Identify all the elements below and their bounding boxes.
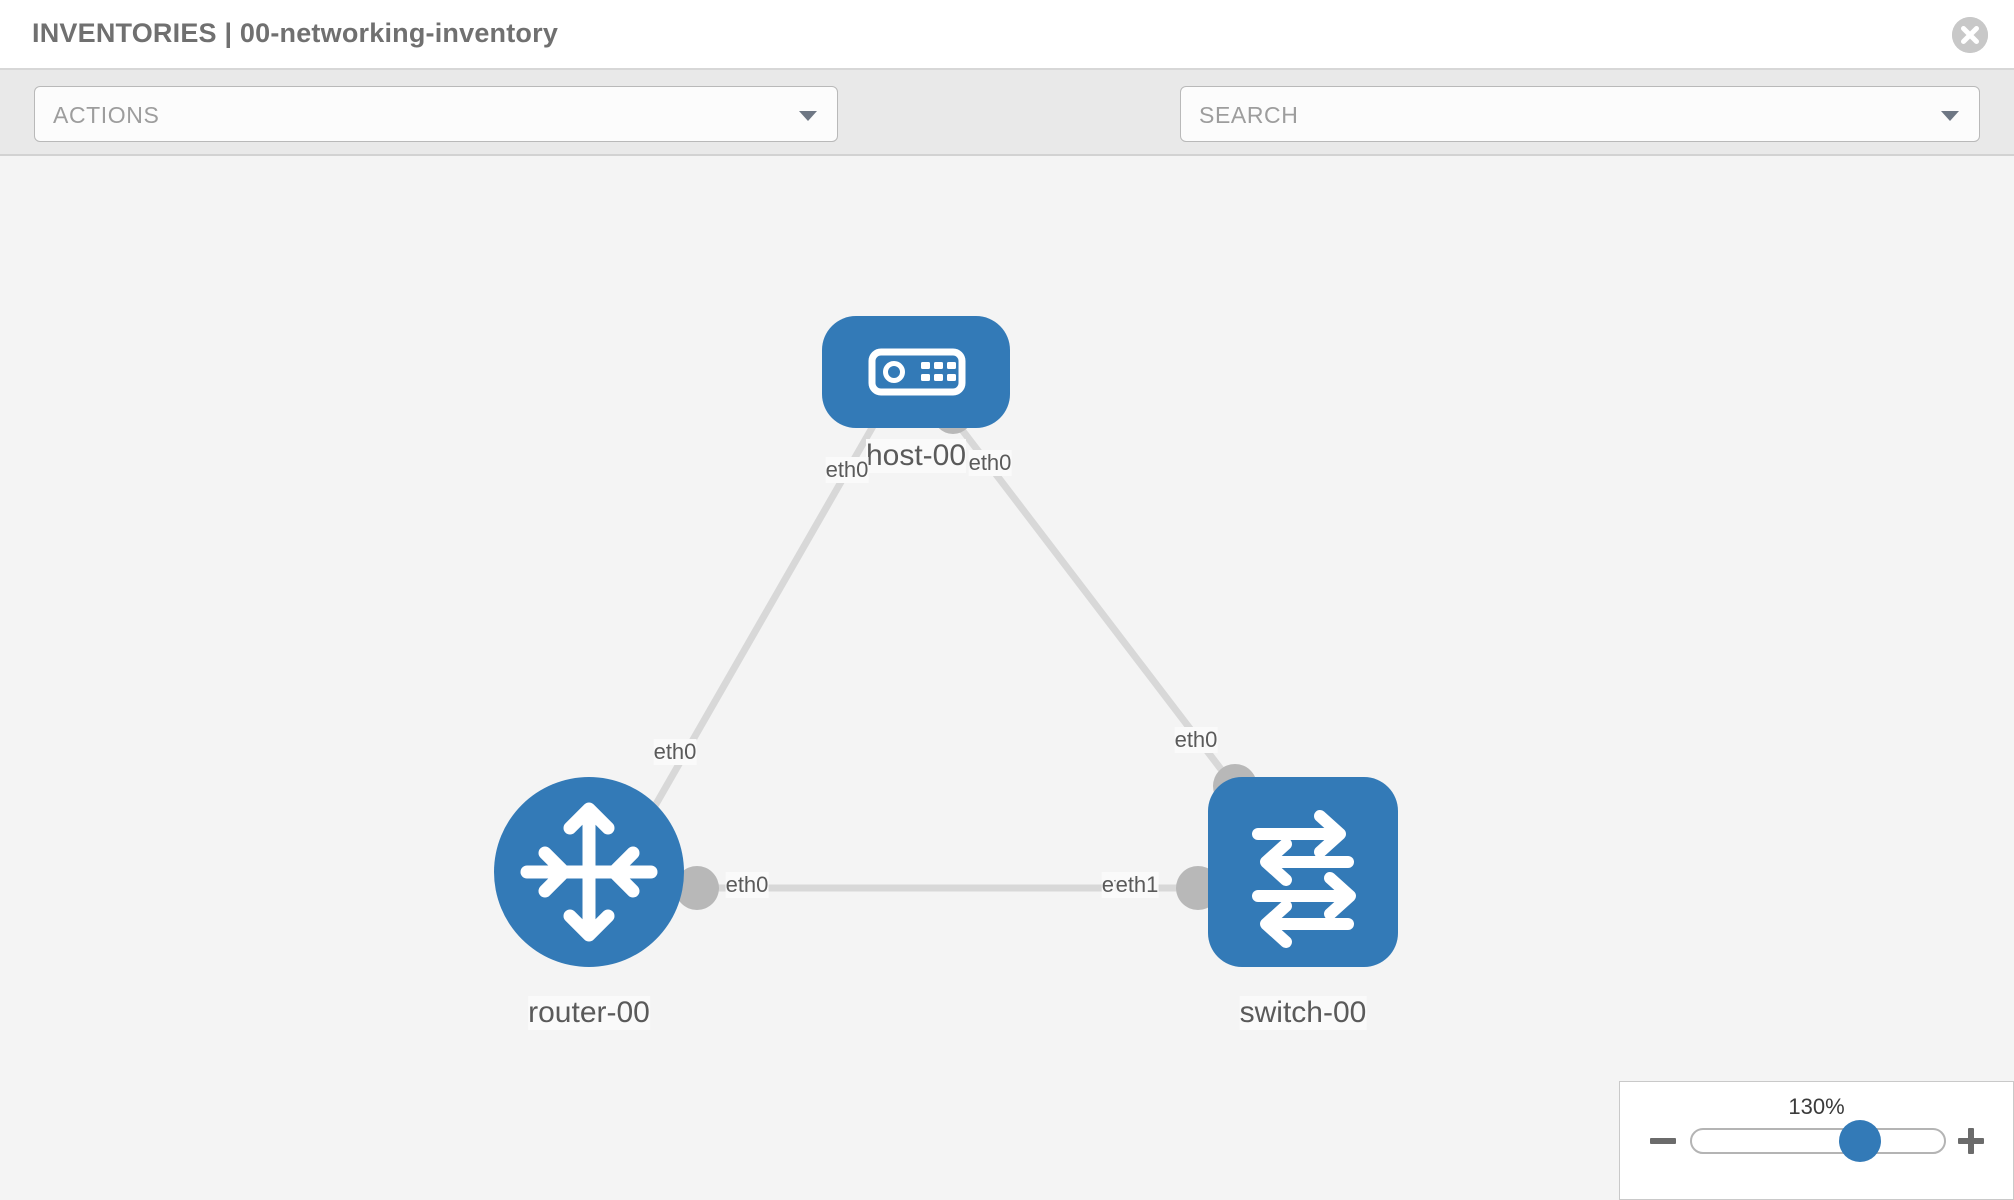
- node-host-00: [822, 316, 1010, 428]
- page-header: INVENTORIES | 00-networking-inventory: [0, 0, 2014, 70]
- page-title: INVENTORIES | 00-networking-inventory: [32, 18, 559, 48]
- search-placeholder: SEARCH: [1199, 102, 1299, 128]
- node-router-00: [494, 777, 684, 967]
- chevron-down-icon: [799, 111, 817, 121]
- chevron-down-icon[interactable]: [1941, 111, 1959, 121]
- node-switch-00: [1208, 777, 1398, 967]
- actions-dropdown[interactable]: ACTIONS: [34, 86, 838, 142]
- connector-dot: [675, 866, 719, 910]
- actions-dropdown-label: ACTIONS: [53, 102, 160, 128]
- plus-icon[interactable]: [1956, 1126, 1986, 1156]
- switch-arrows-icon: [1252, 810, 1356, 948]
- zoom-slider-track[interactable]: [1690, 1128, 1946, 1154]
- topology-graph: [494, 316, 1398, 967]
- minus-icon[interactable]: [1648, 1126, 1678, 1156]
- server-device-icon: [868, 348, 966, 396]
- router-arrows-icon: [520, 802, 658, 942]
- toolbar: ACTIONS SEARC: [0, 70, 2014, 202]
- edge-host-router: [636, 412, 884, 834]
- zoom-slider-handle[interactable]: [1839, 1120, 1881, 1162]
- close-icon[interactable]: [1952, 17, 1988, 53]
- topology-canvas[interactable]: host-00 router-00 switch-00 eth0 eth0 et…: [0, 156, 2014, 1200]
- zoom-control-panel: 130%: [1619, 1081, 2014, 1200]
- search-input[interactable]: SEARCH: [1180, 86, 1980, 142]
- server-device-icon-detail: [883, 361, 956, 383]
- zoom-level-label: 130%: [1788, 1094, 1845, 1119]
- edge-host-switch: [950, 415, 1236, 788]
- edge-connectors: [675, 394, 1257, 910]
